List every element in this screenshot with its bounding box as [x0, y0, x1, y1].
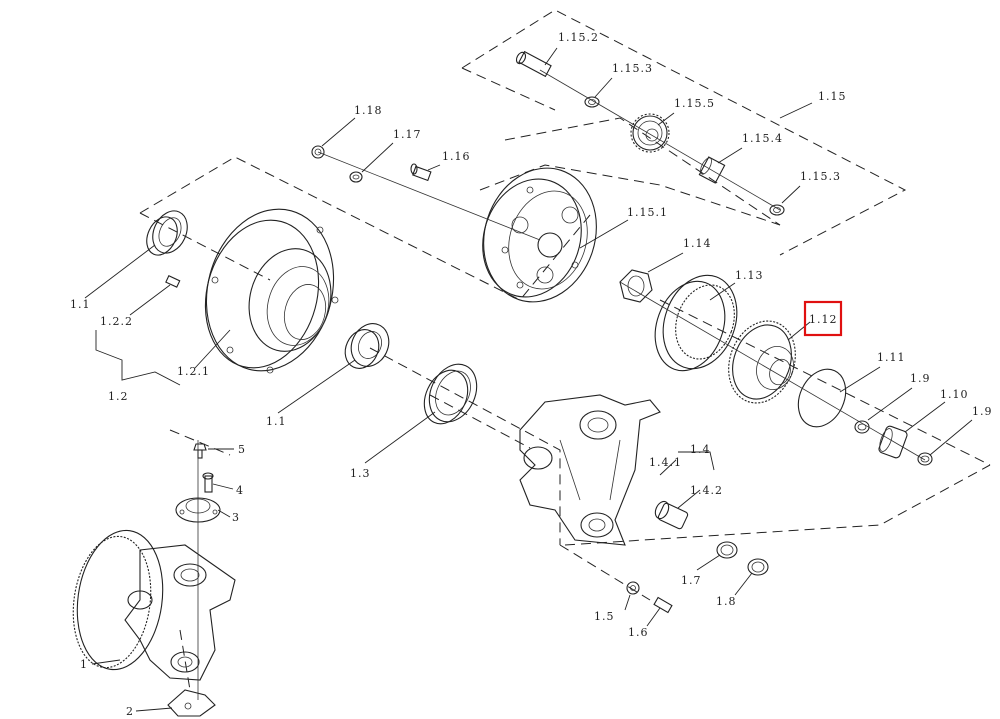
seal-1-8 — [747, 558, 769, 576]
label-1-2-2: 1.2.2 — [100, 315, 133, 328]
label-1-4: 1.4 — [690, 443, 711, 456]
ring-gear-1-13 — [654, 274, 738, 372]
planet-carrier-1-15-1 — [482, 167, 597, 303]
ring-gear-hub-1-12 — [728, 320, 796, 404]
label-1-15-1: 1.15.1 — [627, 206, 668, 219]
assembly-boundaries — [139, 9, 991, 691]
label-1-15-3-lower: 1.15.3 — [800, 170, 841, 183]
axis-line-bolts — [317, 151, 541, 241]
label-1-18: 1.18 — [354, 104, 383, 117]
screw-1-6 — [653, 596, 673, 614]
axis-line-planet — [539, 69, 781, 211]
label-1-15-2: 1.15.2 — [558, 31, 599, 44]
label-1-2-1: 1.2.1 — [177, 365, 210, 378]
planet-gear-1-15-5 — [630, 113, 670, 153]
label-1-4-1: 1.4.1 — [649, 456, 682, 469]
washer-1-15-3-upper — [584, 96, 600, 108]
washer-1-15-3-lower — [769, 204, 785, 216]
bolt-1-16 — [410, 163, 432, 182]
bushing-1-4-2 — [654, 500, 689, 530]
nipple-5 — [193, 443, 207, 459]
label-1-13: 1.13 — [735, 269, 764, 282]
nipple-1-5 — [626, 581, 640, 595]
nut-1-14 — [619, 269, 653, 303]
label-1-2: 1.2 — [108, 390, 129, 403]
seal-1-7 — [716, 541, 738, 559]
washer-1-17 — [349, 171, 363, 183]
label-1-11: 1.11 — [877, 351, 906, 364]
label-1-15-3-upper: 1.15.3 — [612, 62, 653, 75]
gasket-2 — [167, 689, 216, 717]
label-1-9-upper: 1.9 — [910, 372, 931, 385]
label-1-4-2: 1.4.2 — [690, 484, 723, 497]
bearing-1-1-right — [344, 323, 390, 369]
label-1-15-5: 1.15.5 — [674, 97, 715, 110]
label-4: 4 — [236, 484, 244, 497]
label-1-10: 1.10 — [940, 388, 969, 401]
label-1-9-right: 1.9 — [972, 405, 993, 418]
label-3: 3 — [232, 511, 240, 524]
sun-gear-1-10 — [878, 425, 908, 459]
label-1-1-left: 1.1 — [70, 298, 91, 311]
label-1-7: 1.7 — [681, 574, 702, 587]
steering-knuckle-1-4-1 — [519, 394, 661, 546]
label-1-15: 1.15 — [818, 90, 847, 103]
label-1-14: 1.14 — [683, 237, 712, 250]
label-5: 5 — [238, 443, 246, 456]
axis-line-ring — [619, 281, 926, 461]
o-ring-1-11 — [797, 368, 847, 428]
label-1-5: 1.5 — [594, 610, 615, 623]
label-1-17: 1.17 — [393, 128, 422, 141]
bearing-1-1-left — [146, 210, 188, 256]
label-2: 2 — [126, 705, 134, 718]
label-1: 1 — [80, 658, 88, 671]
seal-1-3 — [423, 363, 478, 425]
label-1-1-lower: 1.1 — [266, 415, 287, 428]
snap-ring-1-9-right — [917, 452, 933, 466]
hub-housing-1-2-1 — [204, 208, 339, 374]
pin-1-2-2 — [165, 275, 181, 288]
label-1-16: 1.16 — [442, 150, 471, 163]
leader-lines — [84, 47, 973, 712]
label-1-3: 1.3 — [350, 467, 371, 480]
nut-1-18 — [311, 145, 325, 159]
planet-pin-1-15-2 — [515, 50, 552, 78]
highlight-box-1-12 — [803, 300, 843, 337]
bolt-4 — [202, 472, 214, 493]
part-labels: 1.15.2 1.15.3 1.15.5 1.15 1.15.4 1.15.3 … — [70, 31, 993, 718]
label-1-12: 1.12 — [809, 313, 838, 326]
label-1-6: 1.6 — [628, 626, 649, 639]
assembled-final-drive-1 — [72, 529, 236, 681]
label-1-15-4: 1.15.4 — [742, 132, 783, 145]
label-1-8: 1.8 — [716, 595, 737, 608]
